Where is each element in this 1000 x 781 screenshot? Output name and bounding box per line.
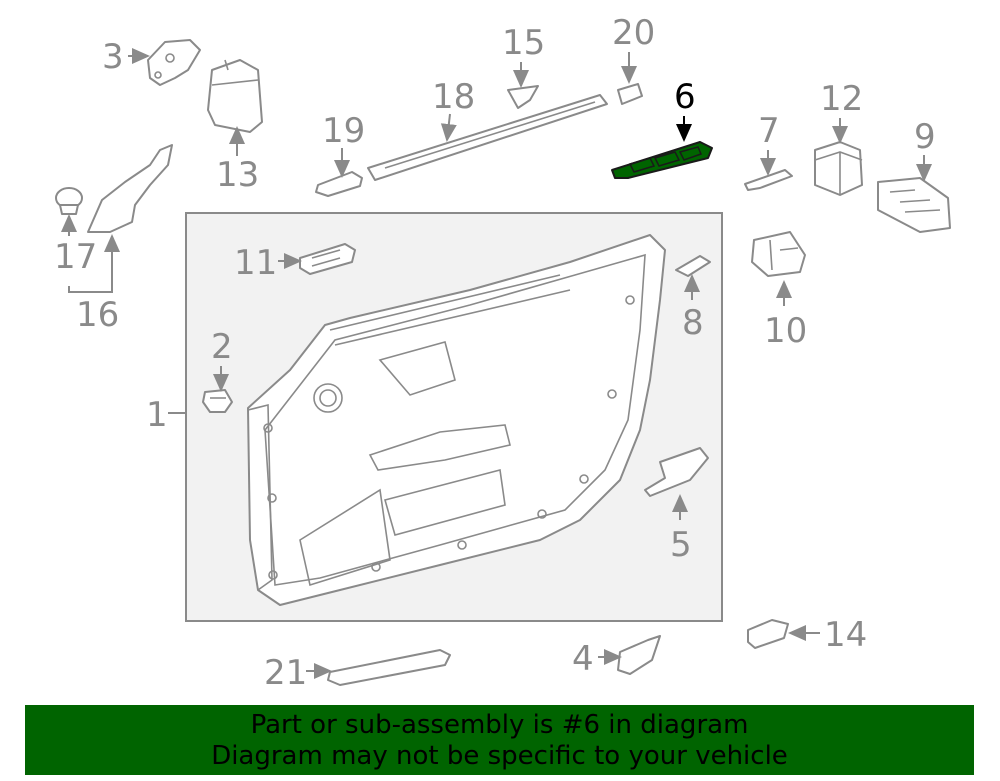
callout-17: 17 [54,237,97,277]
callout-11: 11 [234,243,277,283]
callout-16: 16 [76,295,119,335]
callout-3: 3 [102,37,124,77]
part-3-bracket[interactable] [147,39,201,86]
callout-19: 19 [322,111,365,151]
part-4-bracket[interactable] [617,635,661,675]
callout-1: 1 [146,395,168,435]
callout-18: 18 [432,77,475,117]
part-18-moulding[interactable] [367,94,608,181]
part-13-module[interactable] [207,59,263,133]
part-16-trim[interactable] [87,144,173,233]
banner-line-2: Diagram may not be specific to your vehi… [211,741,788,771]
callout-14: 14 [824,615,867,655]
callout-13: 13 [216,155,259,195]
part-5-bracket[interactable] [644,447,709,497]
callout-7: 7 [758,111,780,151]
part-2-clip[interactable] [202,389,233,413]
callout-4: 4 [572,639,594,679]
part-9-master-switch[interactable] [877,177,951,233]
callout-2: 2 [211,327,233,367]
callout-5: 5 [670,525,692,565]
banner-line-1: Part or sub-assembly is #6 in diagram [250,710,749,740]
part-14-piece[interactable] [747,619,789,649]
info-banner: Part or sub-assembly is #6 in diagram Di… [25,705,974,775]
callout-21: 21 [264,653,307,693]
part-15-cap[interactable] [507,85,539,109]
callout-10: 10 [764,311,807,351]
part-19-clip[interactable] [315,171,363,197]
callout-9: 9 [914,117,936,157]
door-trim-panel-drawing [247,234,666,606]
callout-6: 6 [674,77,696,117]
part-12-switch[interactable] [814,141,863,196]
part-21-trim[interactable] [327,649,451,686]
part-6-switch-bezel-highlighted[interactable] [611,141,713,179]
callout-numbers: 1 2 3 4 5 6 7 8 9 10 11 12 13 14 15 16 1… [54,13,936,693]
callout-8: 8 [682,303,704,343]
part-20-clip[interactable] [617,83,643,105]
part-17-grommet[interactable] [55,187,83,215]
part-10-bracket[interactable] [751,231,806,277]
part-7-strip[interactable] [744,169,793,191]
callout-15: 15 [502,23,545,63]
leader-lines [61,48,932,679]
callout-12: 12 [820,79,863,119]
callout-20: 20 [612,13,655,53]
